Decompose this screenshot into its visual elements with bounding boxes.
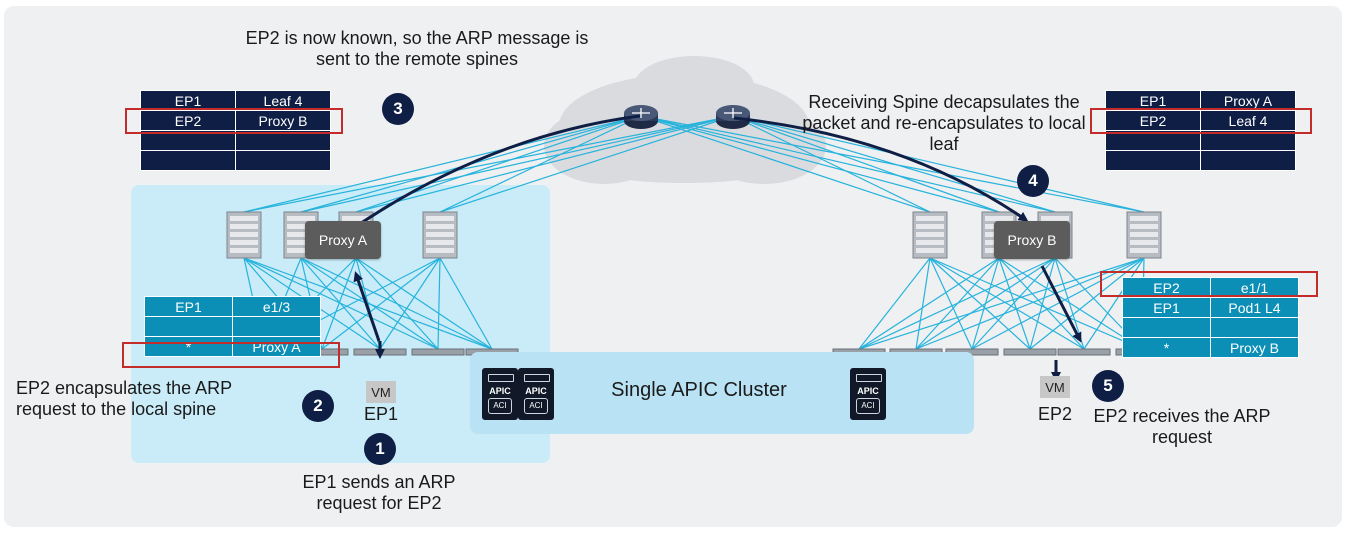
- step5-badge: 5: [1092, 370, 1124, 402]
- location-cell: Proxy A: [232, 336, 321, 357]
- step2-badge: 2: [302, 390, 334, 422]
- step1-caption: EP1 sends an ARP request for EP2: [302, 472, 456, 513]
- highlight-ep2-e11: [1100, 271, 1318, 297]
- vm-ep1: VM: [366, 381, 396, 403]
- spine-switch: [1126, 211, 1162, 259]
- table-row: [1122, 317, 1299, 338]
- table-row: *Proxy B: [1122, 337, 1299, 358]
- apic-cluster-area: [470, 352, 974, 434]
- endpoint-cell: *: [1122, 337, 1211, 358]
- arrow-proxyB-to-leaf: [1040, 265, 1082, 343]
- location-cell: Pod1 L4: [1210, 297, 1299, 318]
- location-cell: [1200, 130, 1296, 151]
- ipn-cloud: [544, 56, 826, 184]
- leaf-switch: [1057, 348, 1111, 356]
- location-cell: Leaf 4: [235, 90, 331, 111]
- location-cell: e1/3: [232, 296, 321, 317]
- spine-switch: [226, 211, 262, 259]
- highlight-ep2-proxyb: [125, 108, 343, 134]
- highlight-ep2-leaf4: [1090, 108, 1312, 134]
- apic-cluster-label: Single APIC Cluster: [611, 379, 787, 401]
- location-cell: [235, 130, 331, 151]
- endpoint-cell: [140, 150, 236, 171]
- table-row: *Proxy A: [144, 336, 321, 357]
- step4-caption: Receiving Spine decapsulates the packet …: [802, 92, 1086, 154]
- location-cell: [232, 316, 321, 337]
- diagram-canvas: EP2 is now known, so the ARP message is …: [4, 6, 1342, 527]
- arrow-leaf-to-proxyA: [353, 271, 381, 342]
- endpoint-cell: EP1: [144, 296, 233, 317]
- location-cell: Proxy B: [235, 110, 331, 131]
- endpoint-cell: *: [144, 336, 233, 357]
- endpoint-cell: [144, 316, 233, 337]
- proxy-a-label: Proxy A: [305, 221, 381, 259]
- table-row: [144, 316, 321, 337]
- location-cell: Proxy A: [1200, 90, 1296, 111]
- spine-switch: [422, 211, 458, 259]
- spine-switch: [912, 211, 948, 259]
- endpoint-cell: [1122, 317, 1211, 338]
- highlight-default-proxya: [122, 342, 340, 368]
- path-ipn-to-proxyB: [733, 116, 1029, 222]
- path-proxyA-to-ipn: [338, 114, 641, 240]
- proxy-b-label: Proxy B: [994, 221, 1070, 259]
- location-cell: Proxy B: [1210, 337, 1299, 358]
- ep1-label: EP1: [363, 404, 399, 424]
- ipn-router-2: [716, 105, 750, 129]
- step3-caption: EP2 is now known, so the ARP message is …: [245, 28, 589, 69]
- endpoint-cell: [1105, 150, 1201, 171]
- location-cell: [235, 150, 331, 171]
- step5-caption: EP2 receives the ARP request: [1093, 406, 1271, 447]
- vm-ep2: VM: [1040, 376, 1070, 398]
- network-diagram: [226, 56, 1169, 382]
- endpoint-cell: EP1: [1122, 297, 1211, 318]
- fabric-links: [243, 257, 1145, 350]
- ep2-label: EP2: [1037, 404, 1073, 424]
- endpoint-cell: EP1: [1105, 90, 1201, 111]
- location-cell: Leaf 4: [1200, 110, 1296, 131]
- table-row: [140, 150, 331, 171]
- location-cell: e1/1: [1210, 277, 1299, 298]
- leaf-switch: [1003, 348, 1057, 356]
- location-cell: [1210, 317, 1299, 338]
- table-row: [1105, 150, 1296, 171]
- step3-badge: 3: [382, 93, 414, 125]
- location-cell: [1200, 150, 1296, 171]
- step1-badge: 1: [364, 433, 396, 465]
- leaf-switch: [411, 348, 465, 356]
- step4-badge: 4: [1017, 165, 1049, 197]
- table-row: [1105, 130, 1296, 151]
- step2-caption: EP2 encapsulates the ARP request to the …: [16, 378, 232, 419]
